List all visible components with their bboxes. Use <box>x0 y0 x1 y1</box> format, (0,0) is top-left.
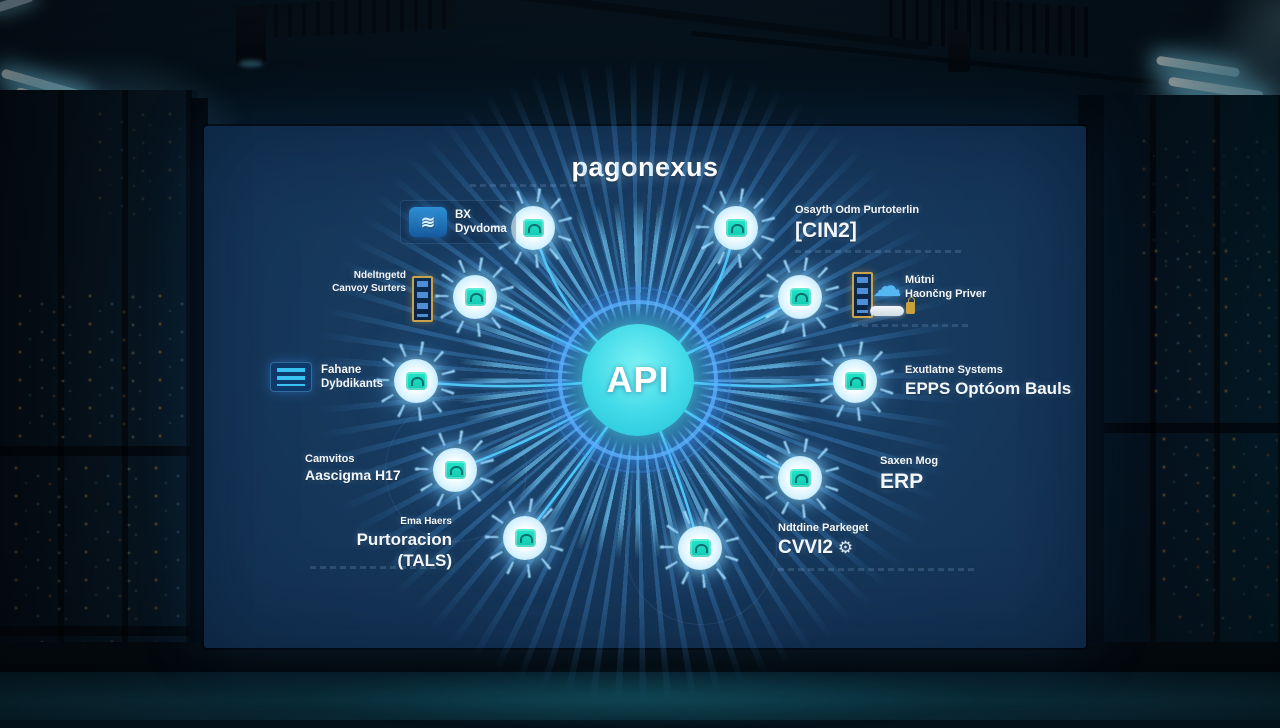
api-hub-core: API <box>582 324 694 436</box>
device-icon <box>405 372 427 390</box>
micro-text-strip <box>778 568 978 571</box>
micro-text-strip <box>470 184 590 187</box>
label-line: Fahane <box>321 363 362 376</box>
label-line: Ema Haers <box>400 516 452 527</box>
waves-glyph: ≋ <box>420 212 436 232</box>
rack-led-lights <box>8 290 186 442</box>
device-icon <box>514 529 536 547</box>
label-line: BX <box>455 208 471 221</box>
label-line: Haončng Priver <box>905 287 987 300</box>
node-circle <box>511 206 555 250</box>
node-circle <box>778 456 822 500</box>
rack-led-lights <box>4 462 184 622</box>
integration-label-cin2: Osayth Odm Purtoterlin [CIN2] <box>795 204 919 244</box>
micro-text-strip <box>852 324 972 327</box>
label-line: Dyvdoma <box>455 223 507 235</box>
ai-module-icon: ≋ <box>409 207 447 237</box>
presentation-screen: pagonexus <box>204 50 1086 710</box>
gear-icon: ⚙ <box>837 537 854 557</box>
label-line: Saxen Mog <box>880 455 939 467</box>
integration-label-cvvi2: Ndtdine Parkeget CVVI2⚙ <box>778 522 868 560</box>
label-line: [CIN2] <box>795 218 857 242</box>
node-circle <box>714 206 758 250</box>
label-line: Canvoy Surters <box>332 282 406 294</box>
label-line: CVVI2 <box>778 536 833 558</box>
rack-led-lights <box>1152 433 1277 598</box>
integration-label-mutni: Mútni Haončng Priver <box>905 274 986 302</box>
label-line: Ndtdine Parkeget <box>778 522 869 534</box>
server-rack-right <box>1092 95 1280 695</box>
device-icon <box>844 372 866 390</box>
cloud-icon: ☁ <box>872 270 902 303</box>
device-icon <box>789 288 811 306</box>
integration-label-epps: Exutlatne Systems EPPS Optóom Bauls <box>905 364 1071 399</box>
label-line: CVVI2⚙ <box>778 536 868 560</box>
server-rack-left <box>0 90 198 690</box>
rack-led-lights <box>88 108 188 220</box>
integration-label-bx-dyvdoma: ≋ BX Dyvdoma <box>400 200 516 244</box>
label-line: Dybdikants <box>321 378 383 390</box>
device-icon <box>725 219 747 237</box>
lock-icon <box>906 297 915 314</box>
integration-label-erp: Saxen Mog ERP <box>880 455 938 495</box>
label-line: ERP <box>880 469 924 493</box>
integration-label-canvoy: Ndeltngetd Canvoy Surters <box>290 270 406 295</box>
node-circle <box>778 275 822 319</box>
integration-label-purtoracion: Ema Haers Purtoracion (TALS) <box>304 516 452 571</box>
device-icon <box>464 288 486 306</box>
device-icon <box>789 469 811 487</box>
spotlight-fixture <box>236 6 266 64</box>
spotlight-fixture <box>948 30 970 72</box>
label-line: EPPS Optóom Bauls <box>905 378 1072 398</box>
label-line: Camvitos <box>305 453 355 465</box>
label-line: Exutlatne Systems <box>905 364 1003 376</box>
node-circle <box>833 359 877 403</box>
device-icon <box>522 219 544 237</box>
api-hub-label: API <box>606 359 670 400</box>
node-circle <box>503 516 547 560</box>
node-circle <box>394 359 438 403</box>
label-line: Osayth Odm Purtoterlin <box>795 204 920 216</box>
micro-text-strip <box>310 566 440 569</box>
label-line: Ndeltngetd <box>353 270 406 281</box>
integration-label-camvitos: Camvitos Aascigma H17 <box>305 453 401 484</box>
micro-text-strip <box>795 250 963 253</box>
rack-led-lights <box>1132 135 1272 263</box>
server-bar-icon <box>870 306 904 316</box>
rack-led-lights <box>1144 245 1276 415</box>
label-line: Mútni <box>905 274 935 286</box>
node-circle <box>433 448 477 492</box>
rack-shelf <box>0 626 198 636</box>
label-line: Aascigma H17 <box>305 466 401 483</box>
device-icon <box>689 539 711 557</box>
node-circle <box>678 526 722 570</box>
label-line: Purtoracion (TALS) <box>356 529 452 570</box>
list-panel-icon <box>270 362 312 392</box>
device-icon <box>444 461 466 479</box>
rack-shelf <box>1092 423 1280 433</box>
server-rack-icon <box>412 276 433 322</box>
rack-shelf <box>0 446 198 456</box>
node-circle <box>453 275 497 319</box>
